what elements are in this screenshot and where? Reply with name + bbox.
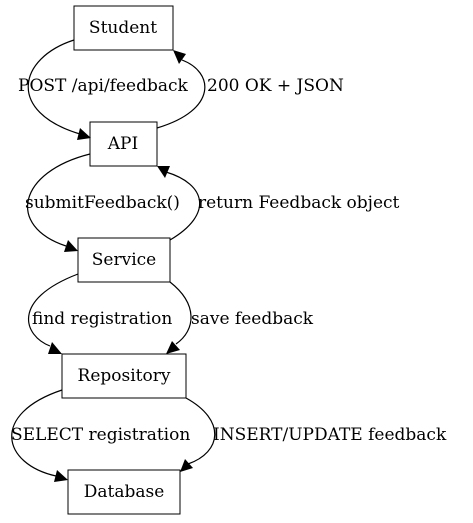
- edge-label-save-feedback: save feedback: [191, 309, 314, 329]
- node-service-label: Service: [92, 250, 156, 270]
- arrowhead-student-to-api: [77, 128, 91, 140]
- edge-service-to-repository-save: save feedback: [166, 281, 314, 354]
- edge-label-insert-update: INSERT/UPDATE feedback: [213, 425, 447, 445]
- arrowhead-service-to-repository-save: [166, 341, 180, 354]
- edge-label-200-ok: 200 OK + JSON: [207, 76, 344, 96]
- edge-service-to-api: return Feedback object: [157, 166, 400, 241]
- node-database: Database: [67, 469, 181, 515]
- node-service: Service: [77, 237, 171, 283]
- arrowhead-api-to-student: [173, 50, 186, 64]
- node-api-label: API: [107, 134, 138, 154]
- edge-label-find-registration: find registration: [32, 309, 172, 329]
- arrowhead-api-to-service: [64, 240, 78, 252]
- arrowhead-service-to-repository-find: [48, 342, 62, 354]
- node-student-label: Student: [89, 18, 157, 38]
- node-api: API: [89, 121, 158, 167]
- edge-label-select-registration: SELECT registration: [11, 425, 190, 445]
- edge-student-to-api: POST /api/feedback: [18, 39, 189, 140]
- edge-repository-to-database-select: SELECT registration: [11, 389, 190, 482]
- arrowhead-repository-to-database-insert: [180, 459, 193, 472]
- node-student: Student: [73, 5, 174, 51]
- node-repository-label: Repository: [78, 366, 171, 386]
- edge-api-to-service: submitFeedback(): [25, 153, 180, 252]
- node-repository: Repository: [61, 353, 187, 399]
- edge-repository-to-database-insert: INSERT/UPDATE feedback: [180, 397, 447, 472]
- node-database-label: Database: [84, 482, 165, 502]
- edge-label-submit-feedback: submitFeedback(): [25, 193, 180, 213]
- edge-label-return-feedback: return Feedback object: [198, 193, 400, 213]
- edge-api-to-student: 200 OK + JSON: [156, 50, 344, 129]
- edge-service-to-repository-find: find registration: [28, 273, 172, 354]
- edge-label-post-feedback: POST /api/feedback: [18, 76, 189, 96]
- arrowhead-service-to-api: [157, 166, 170, 178]
- arrowhead-repository-to-database-select: [54, 470, 68, 482]
